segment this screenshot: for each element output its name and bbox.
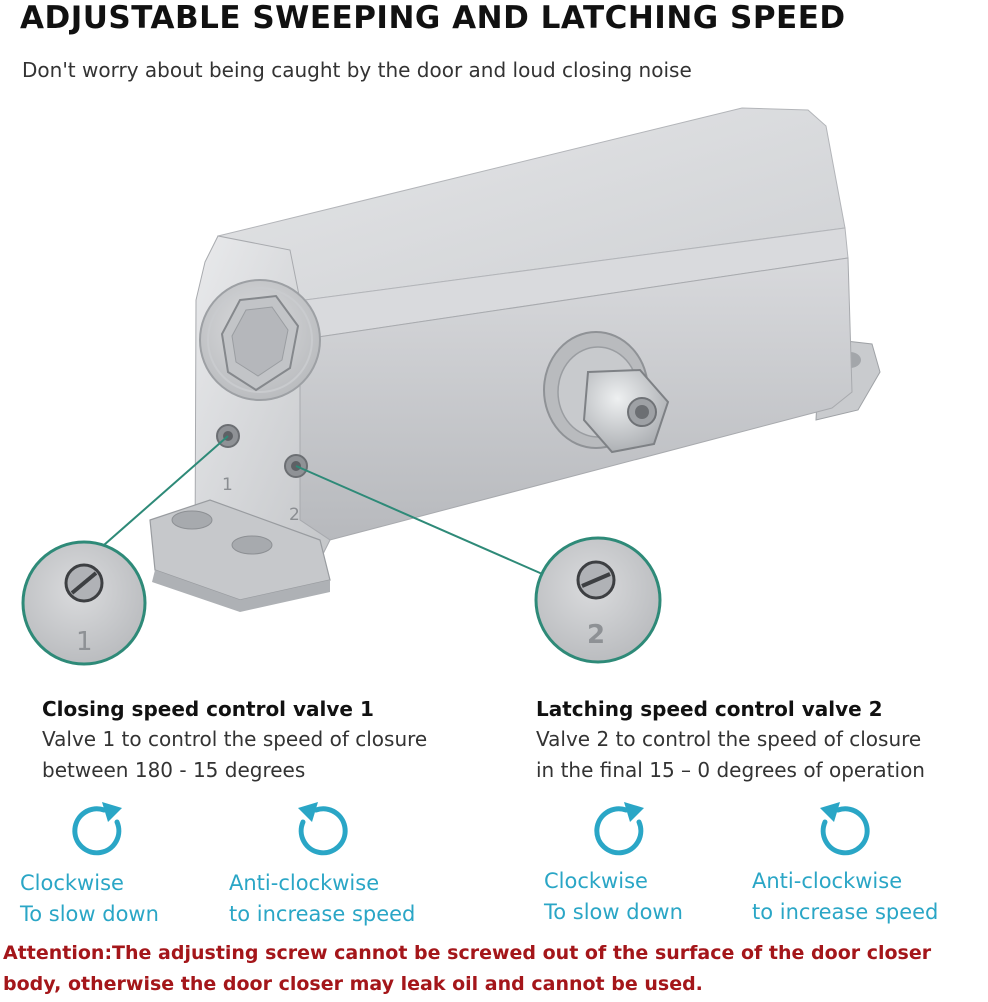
pinion-nut — [582, 368, 670, 454]
attention-warning: Attention:The adjusting screw cannot be … — [3, 942, 932, 995]
valve-2-desc-line1: Valve 2 to control the speed of closure — [536, 727, 922, 751]
valve-mark-1: 1 — [222, 475, 233, 495]
callout-number-2: 2 — [587, 620, 605, 650]
rotation-2-line2: to increase speed — [229, 902, 416, 926]
clockwise-arrow-icon — [72, 802, 122, 856]
rotation-4-line2: to increase speed — [752, 900, 939, 924]
valve-mark-2: 2 — [289, 505, 300, 525]
anticlockwise-arrow-icon — [298, 802, 348, 856]
rotation-4-line1: Anti-clockwise — [752, 869, 903, 893]
page-title: ADJUSTABLE SWEEPING AND LATCHING SPEED — [20, 0, 846, 36]
valve-1-desc-line2: between 180 - 15 degrees — [42, 758, 306, 782]
rotation-3-line2: To slow down — [544, 900, 683, 924]
door-closer-illustration: 1 2 1 2 — [21, 107, 881, 666]
valve-1-desc-line1: Valve 1 to control the speed of closure — [42, 727, 428, 751]
rotation-2-line1: Anti-clockwise — [229, 871, 380, 895]
rotation-3-line1: Clockwise — [544, 869, 648, 893]
callout-circle-2 — [534, 536, 662, 664]
rotation-1-line1: Clockwise — [20, 871, 124, 895]
callout-number-1: 1 — [76, 627, 93, 657]
valve-2-title: Latching speed control valve 2 — [536, 697, 883, 721]
callout-circle-1 — [21, 540, 147, 666]
rotation-1-line2: To slow down — [20, 902, 159, 926]
valve-1-title: Closing speed control valve 1 — [42, 697, 374, 721]
anticlockwise-arrow-icon — [820, 802, 870, 856]
page-subtitle: Don't worry about being caught by the do… — [22, 58, 692, 82]
valve-2-desc-line2: in the final 15 – 0 degrees of operation — [536, 758, 925, 782]
clockwise-arrow-icon — [594, 802, 644, 856]
